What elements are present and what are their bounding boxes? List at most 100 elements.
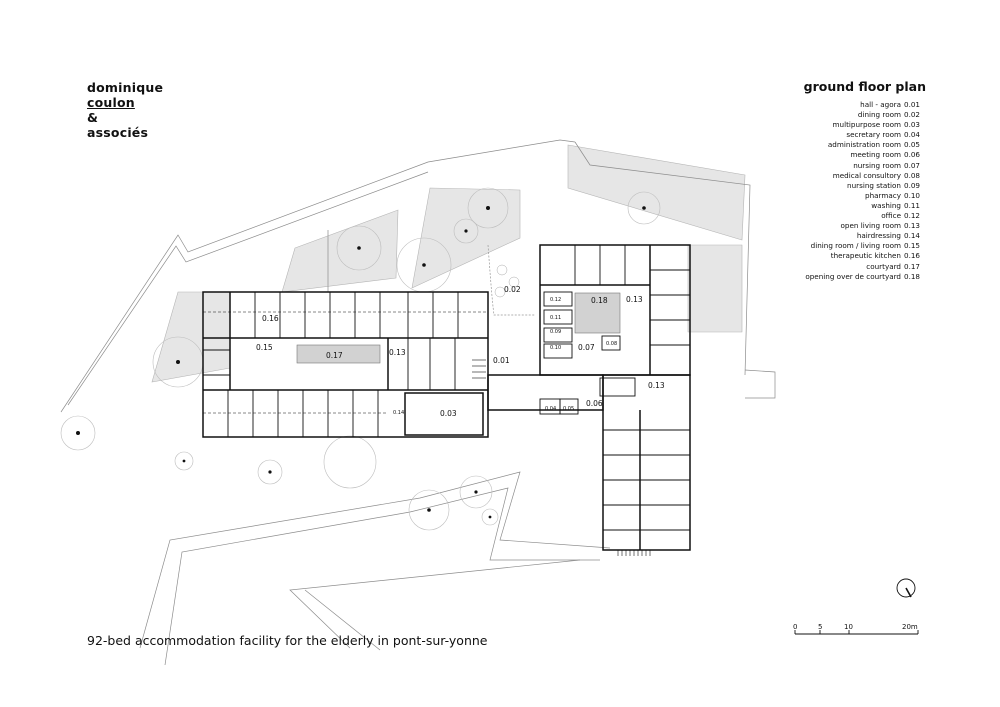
room-label-0-13-south: 0.13 — [648, 381, 665, 390]
legend-label: nursing station — [847, 180, 901, 190]
building-walls — [202, 244, 691, 551]
legend-label: washing — [871, 200, 901, 210]
room-label-0-07: 0.07 — [578, 343, 595, 352]
site-line — [289, 559, 581, 649]
legend-code: 0.14 — [904, 231, 921, 241]
legend-label: dining room — [857, 110, 901, 120]
legend-label: administration room — [827, 140, 901, 150]
legend-label: hall - agora — [860, 100, 901, 109]
site-line — [574, 141, 751, 376]
stairs — [472, 359, 651, 556]
legend-label: medical consultory — [832, 170, 901, 180]
site-line — [744, 369, 776, 399]
site-line — [304, 589, 381, 651]
legend-label: dining room / living room — [810, 241, 901, 251]
room-label-0-12: 0.12 — [550, 297, 561, 303]
room-label-0-09: 0.09 — [550, 329, 561, 335]
courtyard — [296, 344, 381, 364]
room-label-0-01: 0.01 — [493, 356, 510, 365]
east-wing-rooms — [574, 245, 690, 531]
landscape-patch — [411, 187, 521, 289]
room-label-0-04: 0.04 — [545, 406, 556, 412]
legend-label: meeting room — [850, 150, 901, 160]
room-label-0-06: 0.06 — [586, 399, 603, 408]
room-label-0-02: 0.02 — [504, 285, 521, 294]
legend-label: opening over de courtyard — [805, 271, 901, 281]
scale-bar: 0 5 10 20m — [793, 623, 919, 635]
site-boundary — [60, 139, 776, 666]
landscape-patch — [281, 209, 399, 293]
legend-code: 0.15 — [904, 241, 921, 251]
legend-code: 0.05 — [904, 140, 921, 150]
legend-code: 0.01 — [904, 100, 921, 109]
legend-code: 0.16 — [904, 251, 921, 261]
legend-code: 0.17 — [904, 261, 921, 271]
landscape-patch — [151, 291, 231, 383]
site-line — [139, 471, 611, 649]
room-label-0-15: 0.15 — [256, 343, 273, 352]
west-wing-rooms-south — [203, 349, 388, 437]
west-wing-outline — [202, 291, 489, 438]
legend-code: 0.09 — [904, 180, 921, 190]
landscape-patch — [567, 144, 746, 241]
legend-code: 0.10 — [904, 190, 921, 200]
tree-trunks — [76, 206, 646, 519]
room-labels: 0.01 0.02 0.03 0.04 0.05 0.06 0.07 0.08 … — [256, 285, 665, 418]
legend-label: courtyard — [866, 261, 901, 271]
scale-tick-5: 5 — [818, 623, 822, 631]
scale-tick-10: 10 — [844, 623, 853, 631]
firm-name-line-2: coulon — [87, 95, 135, 110]
site-line — [60, 139, 576, 413]
firm-name-line-1: dominique — [87, 80, 164, 95]
site-line — [164, 487, 600, 666]
legend-label: hairdressing — [856, 231, 901, 241]
room-label-0-18: 0.18 — [591, 296, 608, 305]
legend-code: 0.06 — [904, 150, 921, 160]
north-arrow — [896, 578, 916, 598]
firm-name-line-4: associés — [87, 125, 149, 140]
legend-label: therapeutic kitchen — [830, 251, 901, 261]
legend-code: 0.13 — [904, 221, 921, 231]
legend-label: pharmacy — [865, 190, 901, 200]
south-wing-outline — [602, 374, 691, 551]
courtyard-opening — [574, 292, 621, 334]
west-wing-rooms-north — [203, 292, 488, 338]
room-label-0-10: 0.10 — [550, 345, 561, 351]
landscape-areas — [151, 144, 746, 383]
legend-label: multipurpose room — [832, 120, 901, 130]
legend-code: 0.18 — [904, 271, 921, 281]
firm-name: dominique coulon & associés — [87, 80, 163, 140]
legend-code: 0.02 — [904, 110, 921, 120]
room-label-0-13-east: 0.13 — [626, 295, 643, 304]
legend-label: open living room — [840, 221, 901, 231]
legend-label: office — [881, 211, 901, 221]
legend-code: 0.08 — [904, 170, 921, 180]
sheet-title: ground floor plan — [803, 79, 926, 94]
project-caption: 92-bed accommodation facility for the el… — [87, 633, 488, 648]
central-rooms — [407, 291, 636, 415]
legend-code: 0.11 — [904, 200, 921, 210]
room-label-0-05: 0.05 — [563, 406, 574, 412]
multipurpose-room-outline — [404, 392, 484, 436]
room-label-0-03: 0.03 — [440, 409, 457, 418]
legend-label: secretary room — [846, 130, 901, 140]
dining-room-wall — [487, 244, 535, 316]
legend-code: 0.07 — [904, 160, 921, 170]
